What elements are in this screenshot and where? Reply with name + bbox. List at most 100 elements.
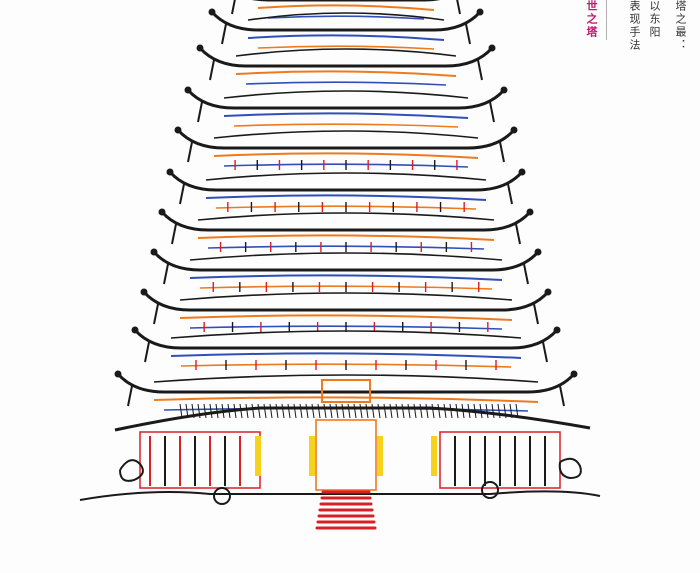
roof-tile bbox=[197, 403, 201, 419]
roof-tile bbox=[377, 403, 381, 419]
eave-drop bbox=[523, 263, 529, 285]
railing-line bbox=[205, 194, 487, 201]
railing-line bbox=[223, 112, 469, 119]
base-roof bbox=[114, 406, 591, 432]
roof-tile bbox=[251, 403, 255, 419]
yellow-pillar bbox=[309, 436, 315, 476]
roof-tile bbox=[179, 403, 183, 419]
roof-tile bbox=[185, 403, 189, 419]
roof-tile bbox=[287, 403, 291, 419]
eave-tip bbox=[158, 208, 166, 216]
side-hall-left bbox=[139, 431, 261, 489]
roof-tile bbox=[455, 403, 459, 419]
roof-tile bbox=[245, 403, 249, 419]
railing-line bbox=[235, 70, 457, 77]
stone-ornament bbox=[481, 481, 499, 499]
roof-tile bbox=[365, 403, 369, 419]
yellow-pillar bbox=[431, 436, 437, 476]
pagoda-tier bbox=[131, 326, 561, 370]
text-column-line-0: 以东阳 bbox=[648, 0, 661, 39]
roof-tile bbox=[227, 403, 231, 419]
railing-line bbox=[267, 15, 425, 20]
eave-drop bbox=[209, 59, 215, 81]
railing-line bbox=[257, 4, 435, 11]
roof-tile bbox=[461, 403, 465, 419]
railing-line bbox=[257, 45, 435, 50]
eave-drop bbox=[163, 263, 169, 285]
roof-eave bbox=[198, 46, 494, 68]
roof-tile bbox=[467, 403, 471, 419]
roof-tile bbox=[473, 403, 477, 419]
roof-tile bbox=[413, 403, 417, 419]
roof-tile bbox=[305, 403, 309, 419]
gate-plaque bbox=[321, 379, 371, 403]
roof-ridge bbox=[235, 48, 457, 57]
roof-tile bbox=[341, 403, 345, 419]
roof-tile bbox=[317, 403, 321, 419]
roof-ridge bbox=[213, 130, 479, 139]
roof-eave bbox=[116, 372, 576, 394]
railing-line bbox=[189, 274, 503, 281]
railing-line bbox=[233, 123, 459, 128]
eave-tip bbox=[150, 248, 158, 256]
gate-frame bbox=[315, 419, 377, 491]
eave-tip bbox=[544, 288, 552, 296]
roof-tile bbox=[431, 403, 435, 419]
roof-tile bbox=[293, 403, 297, 419]
roof-eave bbox=[176, 128, 516, 150]
roof-tile bbox=[419, 403, 423, 419]
roof-tile bbox=[437, 403, 441, 419]
side-hall-right bbox=[439, 431, 561, 489]
eave-drop bbox=[499, 141, 505, 163]
roof-tile bbox=[515, 403, 519, 419]
yellow-pillar bbox=[255, 436, 261, 476]
roof-ridge bbox=[197, 212, 495, 221]
eave-drop bbox=[489, 101, 495, 123]
pagoda-caption: 世之塔 bbox=[585, 0, 598, 39]
caption-divider bbox=[606, 0, 607, 40]
roof-tile bbox=[311, 403, 315, 419]
roof-tile bbox=[443, 403, 447, 419]
pagoda-tier bbox=[196, 44, 496, 86]
eave-drop bbox=[153, 303, 159, 325]
eave-tip bbox=[510, 126, 518, 134]
pagoda-tier bbox=[174, 126, 518, 170]
railing-line bbox=[170, 352, 522, 359]
roof-ridge bbox=[223, 90, 469, 99]
roof-tile bbox=[233, 403, 237, 419]
eave-tip bbox=[570, 370, 578, 378]
eave-drop bbox=[456, 0, 461, 15]
roof-ridge bbox=[247, 12, 445, 21]
roof-tile bbox=[389, 403, 393, 419]
eave-drop bbox=[542, 341, 548, 363]
eave-tip bbox=[208, 8, 216, 16]
eave-tip bbox=[131, 326, 139, 334]
yellow-pillar bbox=[377, 436, 383, 476]
roof-tile bbox=[353, 403, 357, 419]
eave-tip bbox=[500, 86, 508, 94]
roof-tile bbox=[359, 403, 363, 419]
railing-line bbox=[153, 396, 539, 403]
roof-tile bbox=[485, 403, 489, 419]
roof-tile bbox=[203, 403, 207, 419]
pagoda-tier bbox=[208, 8, 484, 50]
roof-tile bbox=[491, 403, 495, 419]
roof-ridge bbox=[170, 330, 522, 339]
stone-ornament bbox=[213, 487, 231, 505]
roof-tile bbox=[395, 403, 399, 419]
roof-tile bbox=[239, 403, 243, 419]
eave-tip bbox=[526, 208, 534, 216]
roof-tile bbox=[497, 403, 501, 419]
pagoda-tier bbox=[184, 86, 508, 128]
roof-tile bbox=[191, 403, 195, 419]
railing-line bbox=[197, 234, 495, 241]
eave-drop bbox=[197, 101, 203, 123]
eave-tip bbox=[534, 248, 542, 256]
eave-tip bbox=[184, 86, 192, 94]
roof-tile bbox=[509, 403, 513, 419]
roof-tile bbox=[479, 403, 483, 419]
ground-line bbox=[79, 490, 601, 501]
roof-tile bbox=[335, 403, 339, 419]
roof-tile bbox=[281, 403, 285, 419]
